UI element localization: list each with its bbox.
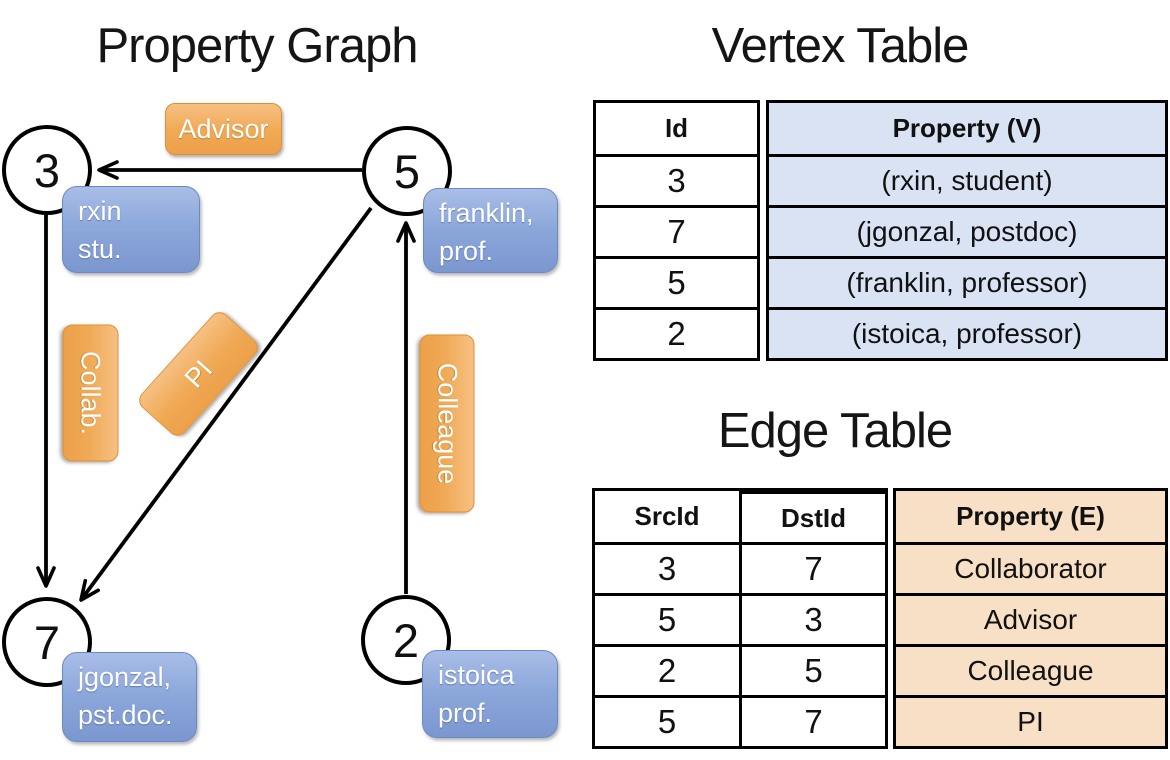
edge-table-dst-cell: 7 <box>739 542 885 593</box>
graph-node-5-id: 5 <box>393 144 421 198</box>
edge-label-pi-text: PI <box>178 354 218 394</box>
vertex-table-id-cell: 2 <box>596 307 757 358</box>
vertex-prop-jgonzal: jgonzal, pst.doc. <box>62 652 197 742</box>
edge-table-header-property: Property (E) <box>896 491 1165 542</box>
graph-node-2-id: 2 <box>392 613 420 667</box>
vertex-table-property-column: Property (V) (rxin, student) (jgonzal, p… <box>766 100 1168 361</box>
vertex-table-id-cell: 7 <box>596 205 757 256</box>
edge-label-colleague: Colleague <box>419 334 475 513</box>
edge-label-collab-text: Collab. <box>76 350 106 436</box>
vertex-table-id-column: Id 3 7 5 2 <box>593 100 760 361</box>
vertex-prop-rxin-line2: stu. <box>78 234 122 264</box>
graph-edges-layer <box>36 160 416 602</box>
vertex-table-id-cell: 5 <box>596 256 757 307</box>
vertex-prop-franklin: franklin, prof. <box>423 188 558 273</box>
edge-pi-5-to-7 <box>79 206 373 602</box>
vertex-prop-franklin-line2: prof. <box>439 236 494 266</box>
edge-table-dst-cell: 7 <box>739 695 885 746</box>
edge-label-advisor-text: Advisor <box>178 113 269 144</box>
graph-node-2: 2 <box>361 595 451 685</box>
edge-table-src-cell: 3 <box>595 542 739 593</box>
edge-label-advisor: Advisor <box>165 103 282 155</box>
vertex-table-property-cell: (istoica, professor) <box>769 307 1165 358</box>
edge-table-property-cell: PI <box>896 695 1165 746</box>
graph-node-3-id: 3 <box>33 143 61 197</box>
edge-table-header-srcid: SrcId <box>634 501 700 531</box>
edge-table-src-cell: 5 <box>595 695 739 746</box>
edge-table-property-cell: Advisor <box>896 593 1165 644</box>
vertex-table-property-cell: (rxin, student) <box>769 154 1165 205</box>
edge-table-property-column: Property (E) Collaborator Advisor Collea… <box>893 488 1168 749</box>
graph-node-5: 5 <box>362 126 452 216</box>
edge-table-title: Edge Table <box>717 404 953 458</box>
vertex-table-id-cell: 3 <box>596 154 757 205</box>
vertex-table-header-id: Id <box>664 113 689 143</box>
vertex-table-property-cell: (jgonzal, postdoc) <box>769 205 1165 256</box>
edge-table-dst-cell: 3 <box>739 593 885 644</box>
vertex-prop-franklin-line1: franklin, <box>439 198 534 228</box>
vertex-prop-istoica-line1: istoica <box>438 660 515 690</box>
edge-table-property-cell: Colleague <box>896 644 1165 695</box>
edge-table-header-dstid: DstId <box>739 491 885 542</box>
edge-table-src-cell: 5 <box>595 593 739 644</box>
vertex-prop-istoica: istoica prof. <box>422 650 558 738</box>
vertex-prop-jgonzal-line2: pst.doc. <box>78 700 173 730</box>
vertex-table-property-cell: (franklin, professor) <box>769 256 1165 307</box>
vertex-table-header-property: Property (V) <box>769 103 1165 154</box>
edge-table-property-cell: Collaborator <box>896 542 1165 593</box>
edge-table-src-cell: 2 <box>595 644 739 695</box>
vertex-prop-jgonzal-line1: jgonzal, <box>78 662 172 692</box>
edge-label-collab: Collab. <box>62 324 119 462</box>
graph-node-7-id: 7 <box>33 615 61 669</box>
edge-table-dst-cell: 5 <box>739 644 885 695</box>
vertex-prop-istoica-line2: prof. <box>438 698 493 728</box>
edge-table-src-dst-columns: SrcId DstId 3 7 5 3 2 5 5 7 <box>592 488 888 749</box>
edge-label-colleague-text: Colleague <box>432 362 463 485</box>
vertex-table-title: Vertex Table <box>711 19 970 73</box>
vertex-prop-rxin-line1: rxin <box>78 196 122 226</box>
vertex-prop-rxin: rxin stu. <box>62 186 200 273</box>
property-graph-title: Property Graph <box>96 19 419 73</box>
